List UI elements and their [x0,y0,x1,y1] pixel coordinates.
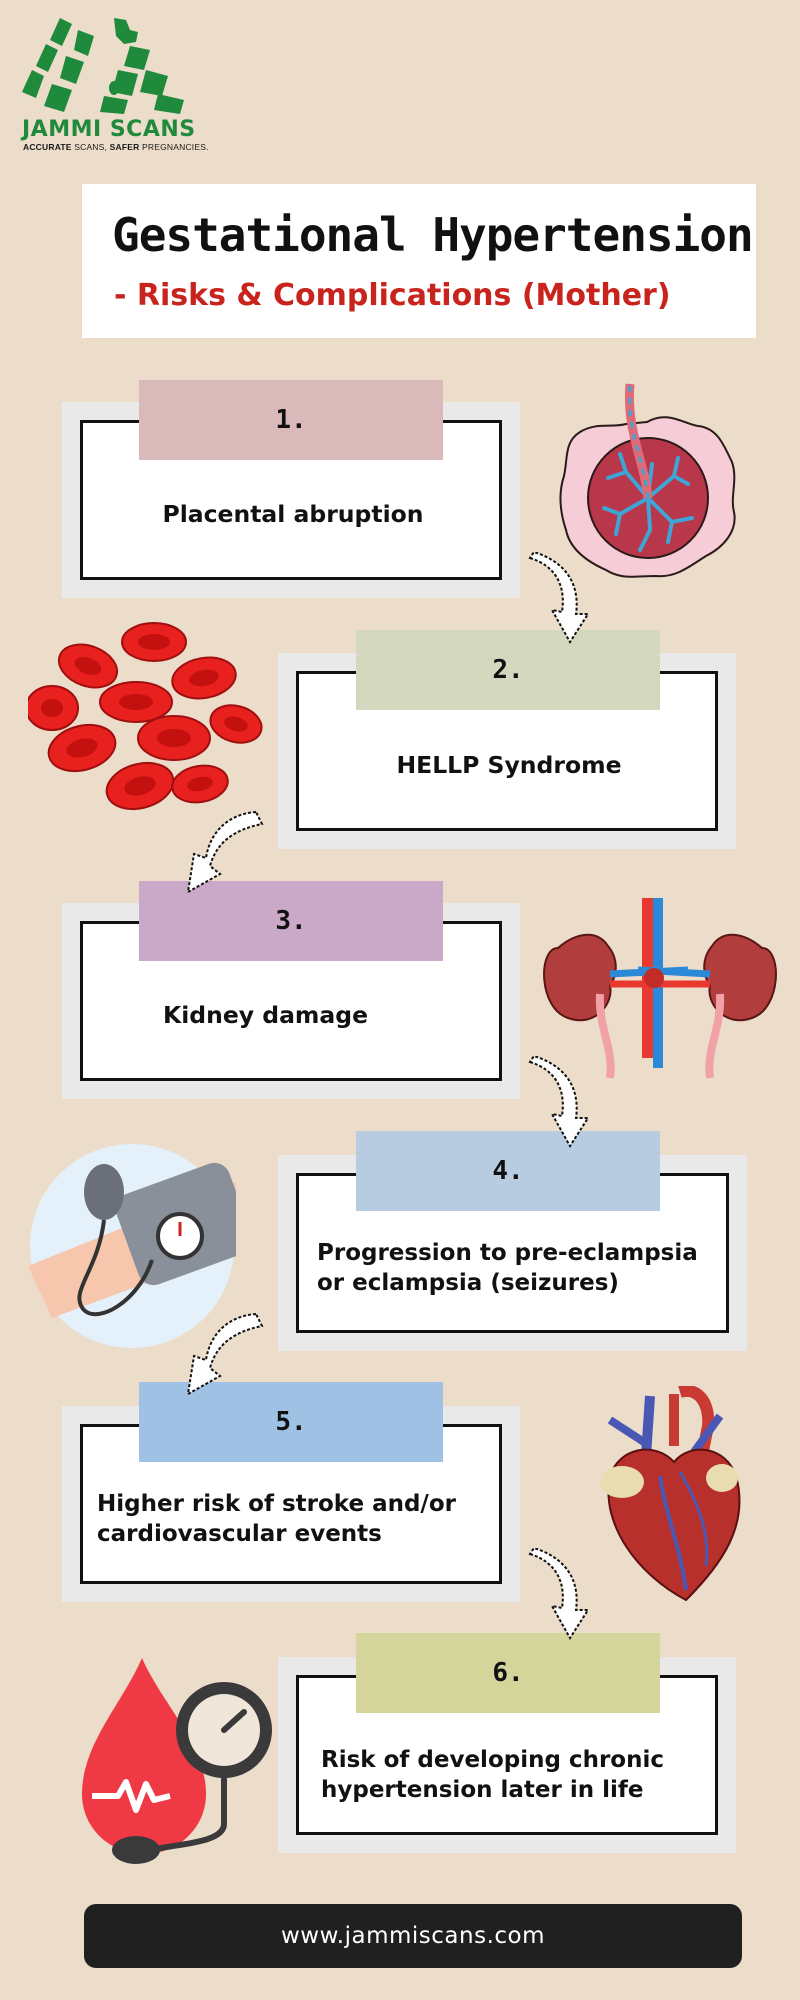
risk-number-tab: 4. [356,1131,660,1211]
risk-number-tab: 1. [139,380,443,460]
arrow-3 [526,1056,596,1152]
placenta-illustration [556,380,738,582]
risk-number-tab: 2. [356,630,660,710]
blood-drop-illustration [82,1654,272,1868]
kidneys-illustration [538,898,782,1082]
placenta-icon [559,383,736,578]
heart-illustration [590,1386,750,1606]
footer-banner: www.jammiscans.com [84,1904,742,1968]
curved-arrow-icon [186,810,264,894]
page-title: Gestational Hypertension [112,208,754,262]
curved-arrow-icon [528,1548,590,1640]
risk-card-4: Progression to pre-eclampsia or eclampsi… [278,1131,747,1351]
curved-arrow-icon [186,1312,264,1396]
heart-icon [600,1386,741,1602]
risk-card-1: Placental abruption 1. [62,380,520,598]
risk-text: Higher risk of stroke and/or cardiovascu… [97,1490,456,1547]
arrow-4 [176,1310,266,1400]
title-banner: Gestational Hypertension - Risks & Compl… [82,184,756,338]
bull-logo-icon [22,18,184,114]
curved-arrow-icon [528,1056,590,1148]
risk-text: Kidney damage [163,1001,369,1030]
website-link[interactable]: www.jammiscans.com [280,1923,546,1949]
blood-cells-illustration [28,622,268,818]
bp-cuff-illustration [28,1142,236,1350]
brand-tagline: ACCURATE SCANS, SAFER PREGNANCIES. [23,142,209,152]
arrow-2 [176,808,266,898]
risk-card-2: HELLP Syndrome 2. [278,630,736,849]
risk-card-3: Kidney damage 3. [62,881,520,1099]
risk-number-tab: 6. [356,1633,660,1713]
red-blood-cells-icon [28,622,263,811]
risk-card-5: Higher risk of stroke and/or cardiovascu… [62,1382,520,1602]
brand-name: JAMMI SCANS [22,117,196,142]
risk-text: Risk of developing chronic hypertension … [321,1746,664,1803]
risk-number-tab: 3. [139,881,443,961]
curved-arrow-icon [528,552,590,644]
arrow-1 [526,552,596,648]
risk-card-6: Risk of developing chronic hypertension … [278,1633,736,1853]
blood-drop-gauge-icon [82,1658,272,1864]
kidneys-icon [543,898,777,1079]
blood-pressure-cuff-icon [28,1144,236,1348]
arrow-5 [526,1548,596,1644]
risk-number-tab: 5. [139,1382,443,1462]
page-subtitle: - Risks & Complications (Mother) [114,278,671,313]
risk-text: HELLP Syndrome [396,751,622,780]
risk-text: Progression to pre-eclampsia or eclampsi… [317,1239,698,1296]
brand-logo: JAMMI SCANS ACCURATE SCANS, SAFER PREGNA… [18,16,208,156]
risk-text: Placental abruption [162,500,424,529]
